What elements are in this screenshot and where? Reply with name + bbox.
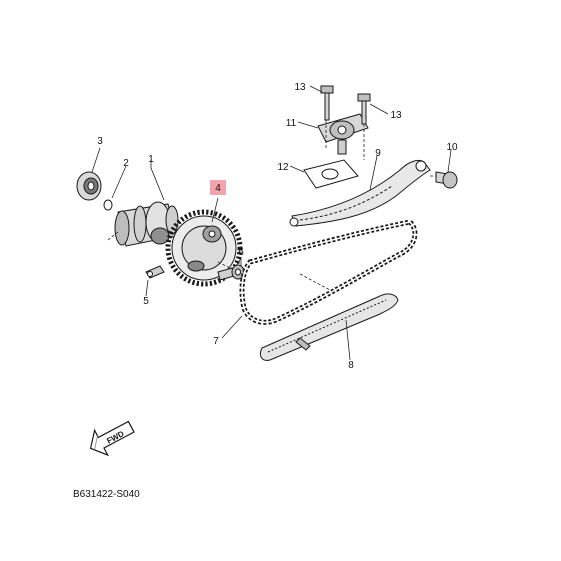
assembly-guide-lines xyxy=(107,120,436,291)
callout-13-right[interactable]: 13 xyxy=(390,110,402,121)
callout-3[interactable]: 3 xyxy=(97,136,103,147)
callout-7[interactable]: 7 xyxy=(213,336,219,347)
callout-9[interactable]: 9 xyxy=(375,148,381,159)
callout-labels: 1 2 3 4 5 6 7 8 9 10 11 12 13 13 xyxy=(97,82,458,371)
pivot-bolt-part[interactable] xyxy=(435,171,458,189)
callout-1[interactable]: 1 xyxy=(148,154,154,165)
callout-2[interactable]: 2 xyxy=(123,158,129,169)
tensioner-guide-part[interactable] xyxy=(289,159,431,227)
diagram-code: B631422-S040 xyxy=(73,489,140,500)
callout-6[interactable]: 6 xyxy=(238,247,244,258)
camshaft-part[interactable] xyxy=(114,201,179,247)
callout-4[interactable]: 4 xyxy=(215,183,221,194)
tensioner-bolt-left-part[interactable] xyxy=(320,85,334,121)
callout-11[interactable]: 11 xyxy=(286,118,297,129)
tensioner-gasket-part[interactable] xyxy=(303,159,359,189)
fwd-arrow-icon: FWD xyxy=(89,420,135,457)
callout-5[interactable]: 5 xyxy=(143,296,149,307)
callout-8[interactable]: 8 xyxy=(348,360,354,371)
callout-10[interactable]: 10 xyxy=(446,142,458,153)
bearing-part[interactable] xyxy=(76,171,102,201)
cam-chain-part[interactable] xyxy=(239,219,418,325)
chain-tensioner-part[interactable] xyxy=(317,113,369,155)
callout-12[interactable]: 12 xyxy=(277,162,289,173)
lower-chain-guide-part[interactable] xyxy=(259,293,399,361)
decompression-pin-part[interactable] xyxy=(145,265,165,279)
callout-13-left[interactable]: 13 xyxy=(294,82,306,93)
o-ring-part[interactable] xyxy=(103,199,113,211)
sprocket-bolt-part[interactable] xyxy=(217,264,245,281)
highlight-box-4 xyxy=(210,180,226,195)
leader-lines xyxy=(91,85,452,361)
cam-sprocket-part[interactable] xyxy=(165,209,243,287)
